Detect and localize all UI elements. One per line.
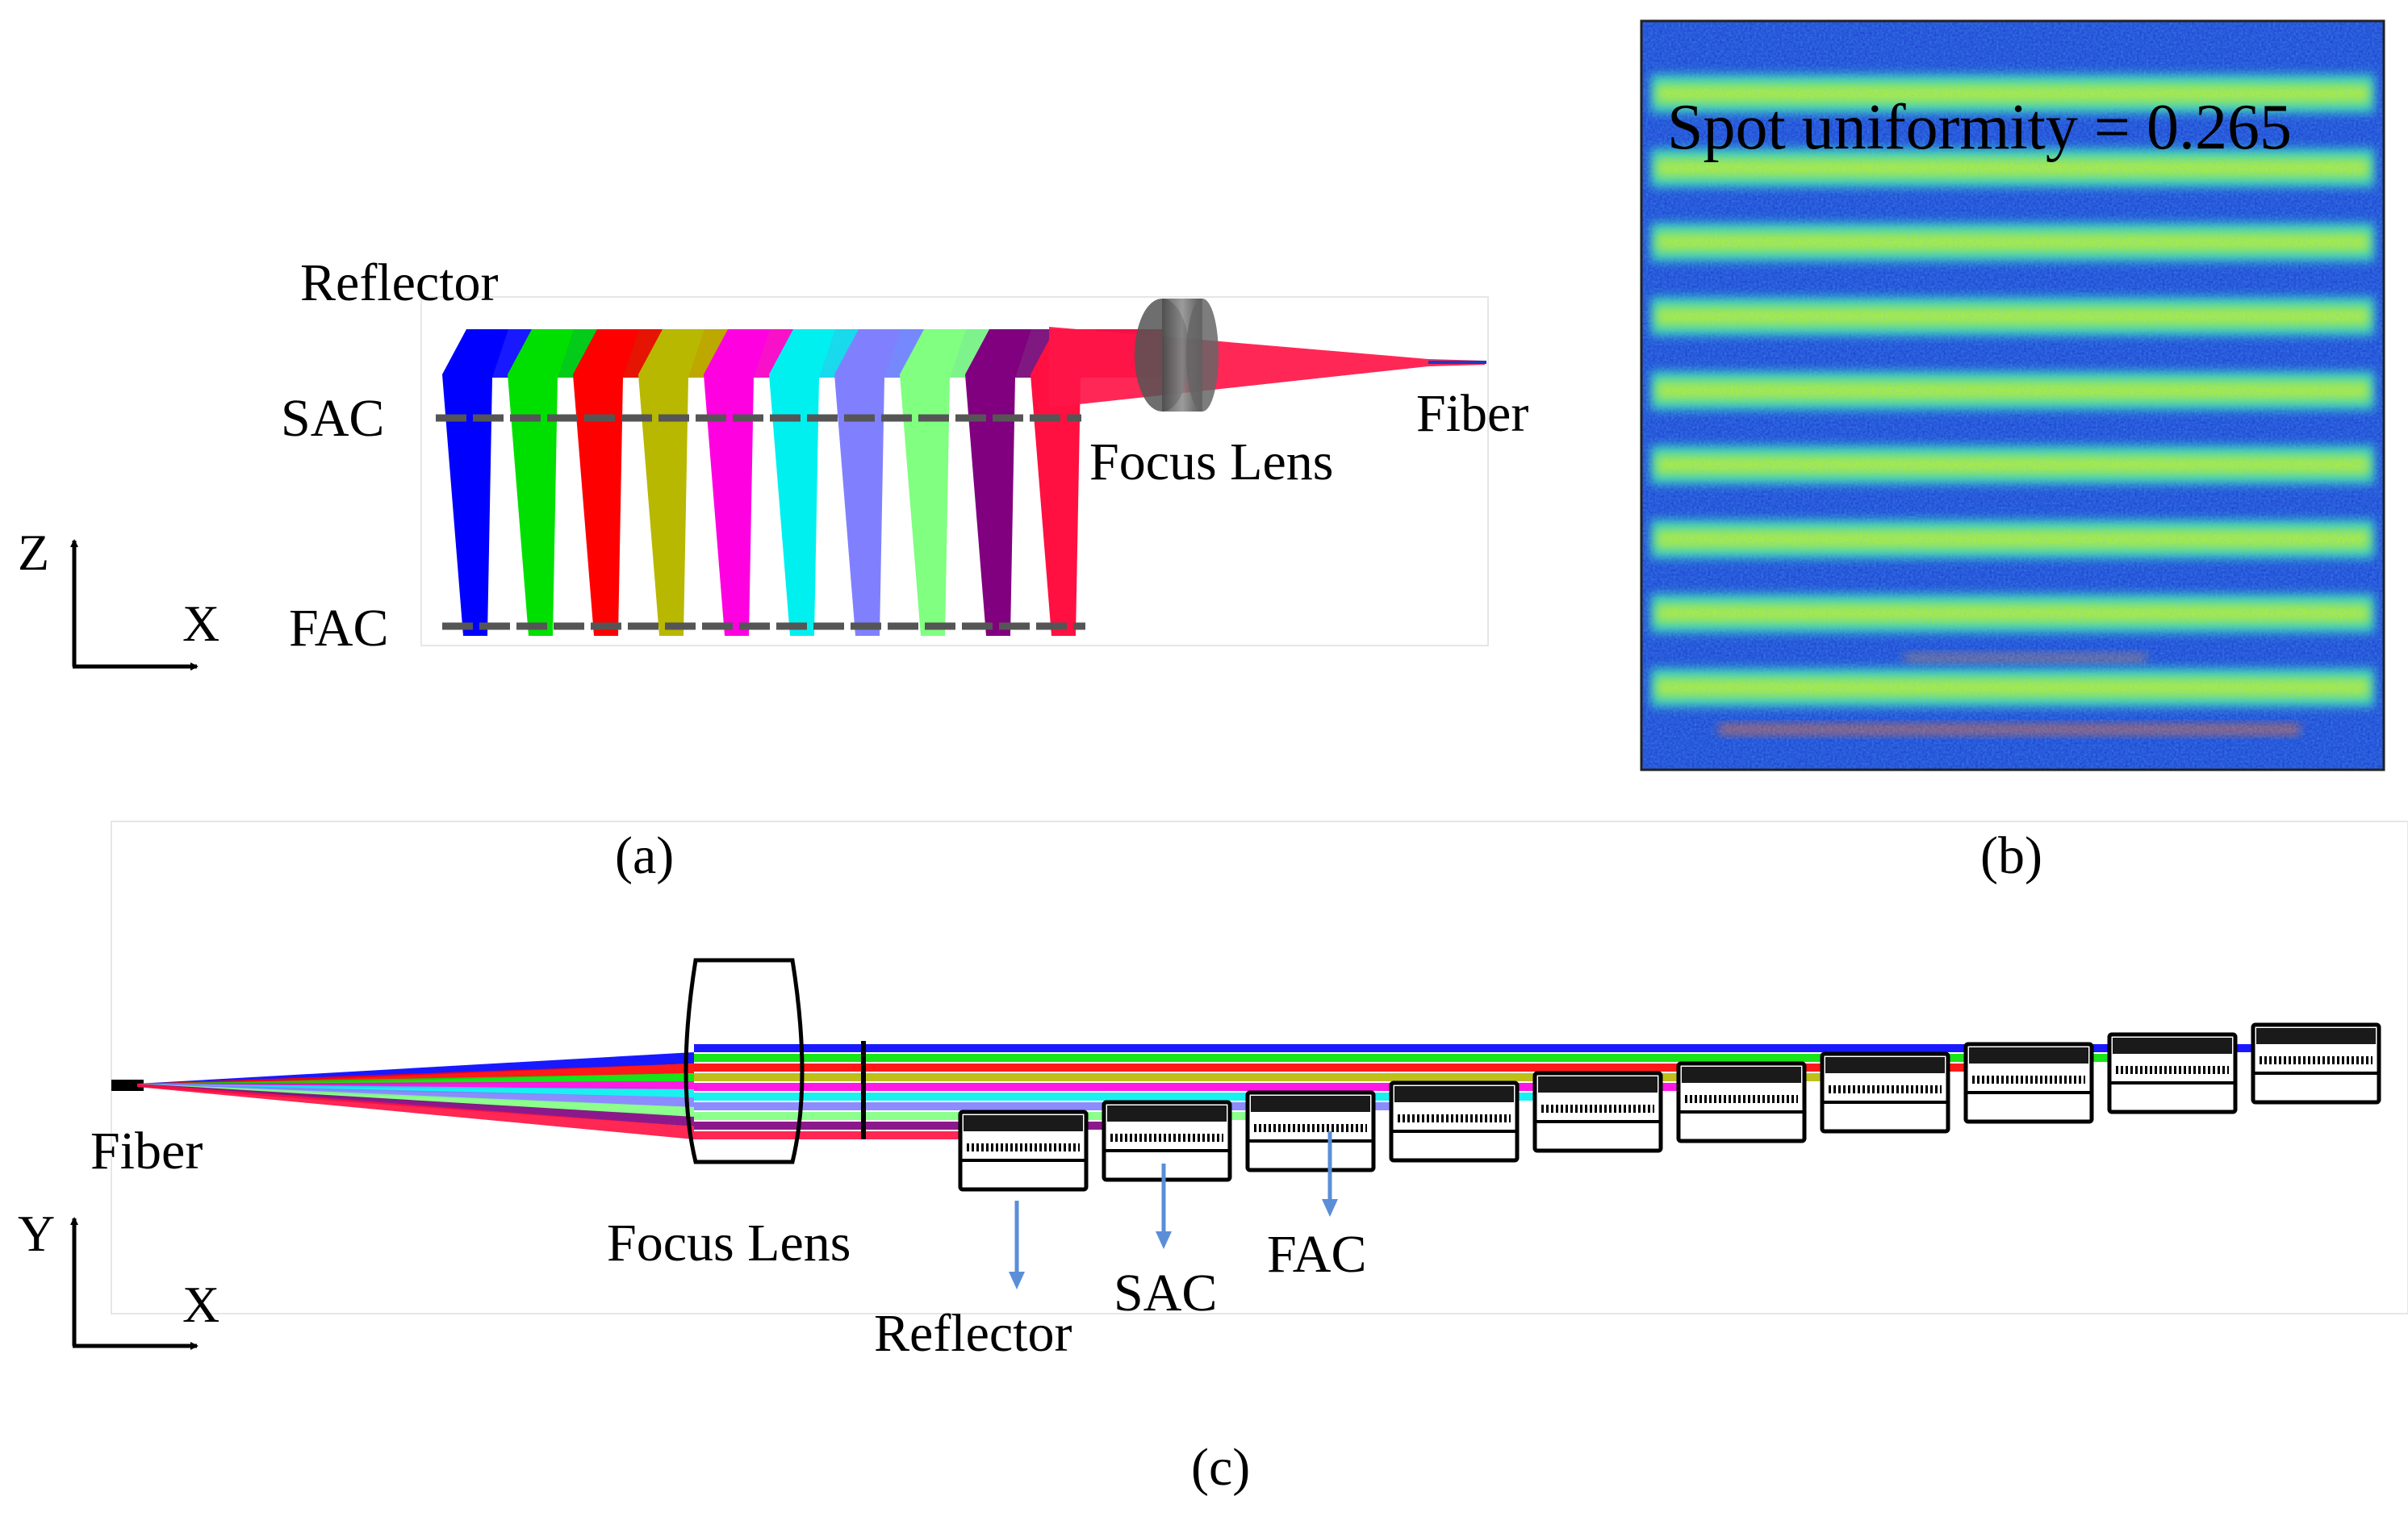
collimated-beam-1 (694, 1131, 993, 1139)
emitter-array-top (958, 1022, 2381, 1192)
emitter-block-10 (2251, 1022, 2381, 1105)
spot-speckle (1641, 21, 2384, 770)
pointer-arrow-2 (1156, 1164, 1172, 1249)
focus-lens-label-a: Focus Lens (1089, 433, 1333, 491)
emitter-block-4 (1389, 1080, 1520, 1163)
collimated-beam-8 (694, 1064, 1998, 1072)
component-arrows (1009, 1131, 1338, 1289)
axis-y-label: Y (18, 1205, 55, 1262)
focus-lens-top (684, 958, 866, 1164)
pointer-arrow-1 (1009, 1201, 1025, 1289)
spot-frame (1640, 19, 2385, 771)
sac-label-c: SAC (1114, 1264, 1217, 1323)
collimated-beam-10 (694, 1044, 2285, 1052)
uniformity-text: Spot uniformity = 0.265 (1667, 92, 2292, 163)
panel-c-top-view: Fiber Focus Lens Reflector SAC FAC Y X (… (18, 821, 2408, 1497)
axes-yx (70, 1217, 199, 1350)
axis-x-label-a: X (182, 595, 219, 652)
collimated-beam-9 (694, 1054, 2142, 1062)
panel-b-label: (b) (1980, 826, 2042, 885)
fiber-label-c: Fiber (90, 1122, 203, 1181)
collimated-beam-5 (694, 1093, 1567, 1101)
fac-label-c: FAC (1267, 1225, 1367, 1284)
fac-label-a: FAC (289, 599, 389, 658)
panel-a-label: (a) (615, 826, 674, 885)
collimated-beam-7 (694, 1073, 1854, 1081)
panel-c-frame (111, 821, 2408, 1314)
emitter-block-2 (1102, 1100, 1232, 1182)
beam-array-side (442, 329, 1162, 636)
collimated-beam-4 (694, 1102, 1423, 1110)
emitter-block-5 (1532, 1071, 1663, 1153)
sac-label-a: SAC (281, 389, 384, 448)
reflector-label-c: Reflector (874, 1304, 1072, 1363)
collimated-beam-2 (694, 1122, 1136, 1130)
beam-bundle-top (137, 1044, 2285, 1139)
axis-z-label: Z (18, 524, 49, 581)
emitter-block-8 (1963, 1042, 2094, 1124)
collimated-beam-6 (694, 1083, 1711, 1091)
fan-beam-9 (137, 1084, 694, 1139)
fan-beam-1 (137, 1052, 694, 1087)
emitter-block-3 (1245, 1090, 1376, 1172)
emitter-block-7 (1820, 1051, 1950, 1134)
axis-x-label-c: X (182, 1276, 219, 1333)
fiber-end-top (111, 1080, 144, 1091)
panel-a-side-view: Reflector SAC FAC Focus Lens Fiber Z X (… (18, 253, 1528, 885)
axes-zx (70, 539, 199, 671)
reflector-label-a: Reflector (300, 253, 499, 312)
fiber-label-a: Fiber (1416, 384, 1528, 443)
emitter-block-6 (1676, 1061, 1807, 1143)
panel-b-spot-image: Spot uniformity = 0.265 (b) (1640, 19, 2385, 885)
pointer-arrow-3 (1322, 1131, 1338, 1217)
focus-lens-side (1135, 299, 1219, 412)
emitter-block-9 (2107, 1032, 2238, 1114)
focus-lens-label-c: Focus Lens (607, 1214, 851, 1273)
emitter-block-1 (958, 1110, 1089, 1192)
panel-c-label: (c) (1191, 1438, 1250, 1497)
panel-a-frame (420, 296, 1489, 646)
